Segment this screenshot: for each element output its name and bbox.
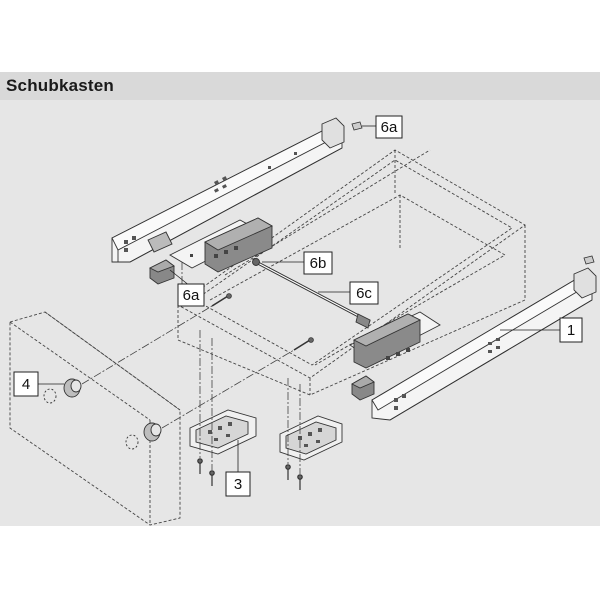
drawer-front-panel	[9, 311, 181, 526]
callout-3-label: 3	[234, 476, 242, 493]
callout-1-label: 1	[567, 322, 575, 339]
right-synchronisation-unit	[349, 311, 441, 369]
screw-left	[211, 293, 232, 307]
callout-6a-left-label: 6a	[183, 287, 200, 304]
callout-3: 3	[225, 471, 251, 497]
right-clip	[583, 255, 595, 265]
callout-4-label: 4	[22, 376, 30, 393]
callout-6a-left: 6a	[177, 283, 205, 307]
callout-1: 1	[559, 317, 583, 343]
callout-6c: 6c	[349, 281, 379, 305]
callout-6a-top: 6a	[375, 115, 403, 139]
drawer-box-outline	[177, 149, 526, 396]
synchronisation-rod	[252, 258, 371, 329]
callout-4: 4	[13, 371, 39, 397]
left-synchronisation-unit	[169, 217, 273, 273]
leader-lines	[38, 125, 560, 472]
callout-6a-top-label: 6a	[381, 119, 398, 136]
left-runner	[111, 117, 345, 263]
front-adjuster-lower	[125, 422, 162, 450]
top-clip	[351, 121, 363, 131]
section-title: Schubkasten	[6, 76, 115, 95]
section-header: Schubkasten	[0, 72, 600, 100]
callout-6b: 6b	[303, 251, 333, 275]
right-runner	[371, 267, 597, 421]
bracket-screws	[197, 458, 303, 490]
front-fixing-bracket-right	[279, 415, 343, 461]
front-fixing-bracket-left	[189, 409, 257, 455]
callout-6c-label: 6c	[356, 285, 372, 302]
callout-6b-label: 6b	[310, 255, 327, 272]
screw-right	[293, 337, 314, 351]
assembly-guide-lines	[81, 262, 301, 474]
right-locking-device	[351, 375, 375, 401]
front-adjuster-upper	[43, 378, 82, 404]
